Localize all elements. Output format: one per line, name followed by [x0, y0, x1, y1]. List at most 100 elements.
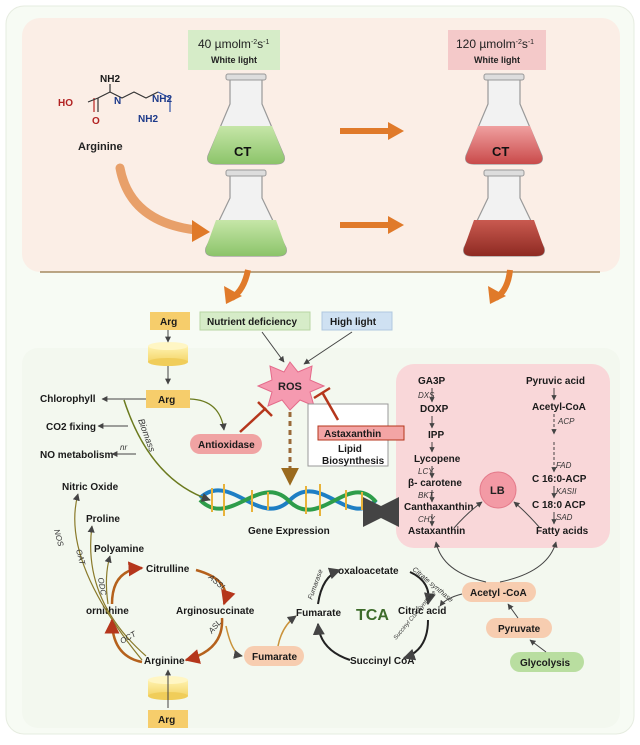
- biosynthesis-label: Biosynthesis: [322, 456, 385, 467]
- arg-to-nitric-oxide: [72, 493, 143, 661]
- astax-to-lb: [453, 501, 483, 529]
- fumarate-box: [244, 646, 304, 666]
- lipid-label: Lipid: [338, 444, 362, 455]
- flask-high-arg: [463, 169, 545, 257]
- mol-o: O: [92, 116, 100, 127]
- acetyl-to-citric: [439, 593, 463, 607]
- pyruvate-to-acetyl: [507, 603, 519, 619]
- pathway-panel: [396, 364, 610, 548]
- dna-helix: [198, 484, 378, 516]
- flask-high-ct: [465, 73, 543, 165]
- flask-low-arg: [205, 169, 287, 257]
- pw-fatty: Fatty acids: [536, 526, 589, 537]
- astaxanthin-label: Astaxanthin: [324, 429, 381, 440]
- lb-circle: [479, 471, 517, 509]
- down-arrow-left-head: [224, 286, 242, 304]
- mol-n: N: [114, 96, 121, 107]
- glycolysis-box: [510, 652, 584, 672]
- oat-label: OAT: [74, 548, 87, 567]
- down-arrow-right-head: [488, 286, 506, 304]
- citrulline-label: Citrulline: [146, 564, 190, 575]
- high-light-intensity: 120 µmolm-2s-1: [456, 37, 534, 51]
- astax-inhibit-bar: [313, 386, 331, 400]
- odc-label: ODC: [96, 577, 108, 596]
- tca-label: TCA: [356, 607, 389, 624]
- orn-to-polyamine: [104, 555, 112, 605]
- pw-acp: ACP: [557, 417, 575, 426]
- antioxidase-box: [190, 434, 262, 454]
- low-light-label: White light: [211, 55, 257, 65]
- nitric-oxide-label: Nitric Oxide: [62, 482, 119, 493]
- pyruvate-label: Pyruvate: [498, 624, 541, 635]
- mol-ho: HO: [58, 98, 73, 109]
- arginine-feed-arrow: [115, 163, 201, 235]
- flask-low-ct-label: CT: [234, 144, 251, 159]
- tca-citric-acid: Citric acid: [398, 606, 446, 617]
- mol-nh2-right: NH2: [152, 94, 172, 105]
- pw-c18: C 18:0 ACP: [532, 500, 586, 511]
- acetyl-coa-box: [462, 582, 536, 602]
- arg-to-antioxidase: [189, 398, 227, 431]
- tca-succ-to-fum: [312, 622, 351, 661]
- nutrient-to-ros: [261, 331, 285, 363]
- biomass-curve: [123, 399, 211, 502]
- antioxidase-inhibit-bar: [257, 401, 273, 417]
- pw-canthaxanthin: Canthaxanthin: [404, 502, 473, 513]
- low-light-box: [188, 30, 280, 70]
- antioxidase-label: Antioxidase: [198, 440, 255, 451]
- gene-expression-label: Gene Expression: [248, 526, 330, 537]
- arginine-name: Arginine: [78, 141, 123, 153]
- ornithine-label: ornithine: [86, 606, 129, 617]
- pw-astaxanthin: Astaxanthin: [408, 526, 465, 537]
- fatty-to-lb: [513, 501, 541, 529]
- pw-acetyl: Acetyl-CoA: [532, 402, 586, 413]
- pw-doxp: DOXP: [420, 404, 449, 415]
- lb-label: LB: [490, 485, 505, 497]
- high-light-box: [448, 30, 546, 70]
- nr-label: nr: [120, 443, 127, 452]
- pw-ga3p: GA3P: [418, 376, 446, 387]
- flask-low-ct: [207, 73, 285, 165]
- orange-arrow-top: [340, 122, 404, 140]
- pw-ipp: IPP: [428, 430, 444, 441]
- co2-label: CO2 fixing: [46, 422, 96, 433]
- acetyl-coa-label: Acetyl -CoA: [470, 588, 527, 599]
- arg-transporter-top: [148, 342, 188, 366]
- pyruvate-box: [486, 618, 552, 638]
- mol-nh2-bottom: NH2: [138, 114, 158, 125]
- proline-label: Proline: [86, 514, 120, 525]
- tca-oxa-to-citric: [409, 571, 436, 606]
- arg-center-box: [146, 390, 190, 408]
- tca-citric-to-succ: [402, 619, 429, 661]
- top-panel: [22, 18, 620, 272]
- pw-fad: FAD: [556, 461, 572, 470]
- orn-to-citrulline: [110, 561, 144, 605]
- argsucc-to-fumarate: [225, 625, 243, 659]
- pw-chy: CHY: [418, 515, 436, 524]
- high-light-input-label: High light: [330, 317, 377, 328]
- antioxidase-inhibit: [239, 407, 267, 433]
- mol-nh2-top: NH2: [100, 74, 120, 85]
- ros-label: ROS: [278, 381, 302, 393]
- arginine-molecule: [87, 84, 171, 112]
- citrulline-to-argsucc: [195, 568, 236, 606]
- ros-to-astaxanthin-inhibit: [320, 391, 340, 421]
- pw-sad: SAD: [556, 513, 573, 522]
- fumarate-label: Fumarate: [252, 652, 297, 663]
- arginine-to-orn: [104, 618, 143, 664]
- polyamine-label: Polyamine: [94, 544, 144, 555]
- pw-lcy: LCY: [418, 467, 434, 476]
- pw-kasii: KASII: [556, 487, 577, 496]
- astaxanthin-box: [317, 425, 405, 441]
- argsucc-to-arginine: [184, 617, 224, 664]
- pw-bcarotene: β- carotene: [408, 478, 462, 489]
- arg-bottom-box: [148, 710, 188, 728]
- fumarate-to-tca: [277, 615, 297, 647]
- tca-oxaloacetate: oxaloacetate: [338, 566, 399, 577]
- pw-bkt: BKT: [418, 491, 435, 500]
- no-metabolism-label: NO metabolism: [40, 450, 113, 461]
- nos-label: NOS: [52, 528, 65, 548]
- flask-high-ct-label: CT: [492, 144, 509, 159]
- arg-center-label: Arg: [158, 395, 175, 406]
- ros-burst: [256, 361, 326, 411]
